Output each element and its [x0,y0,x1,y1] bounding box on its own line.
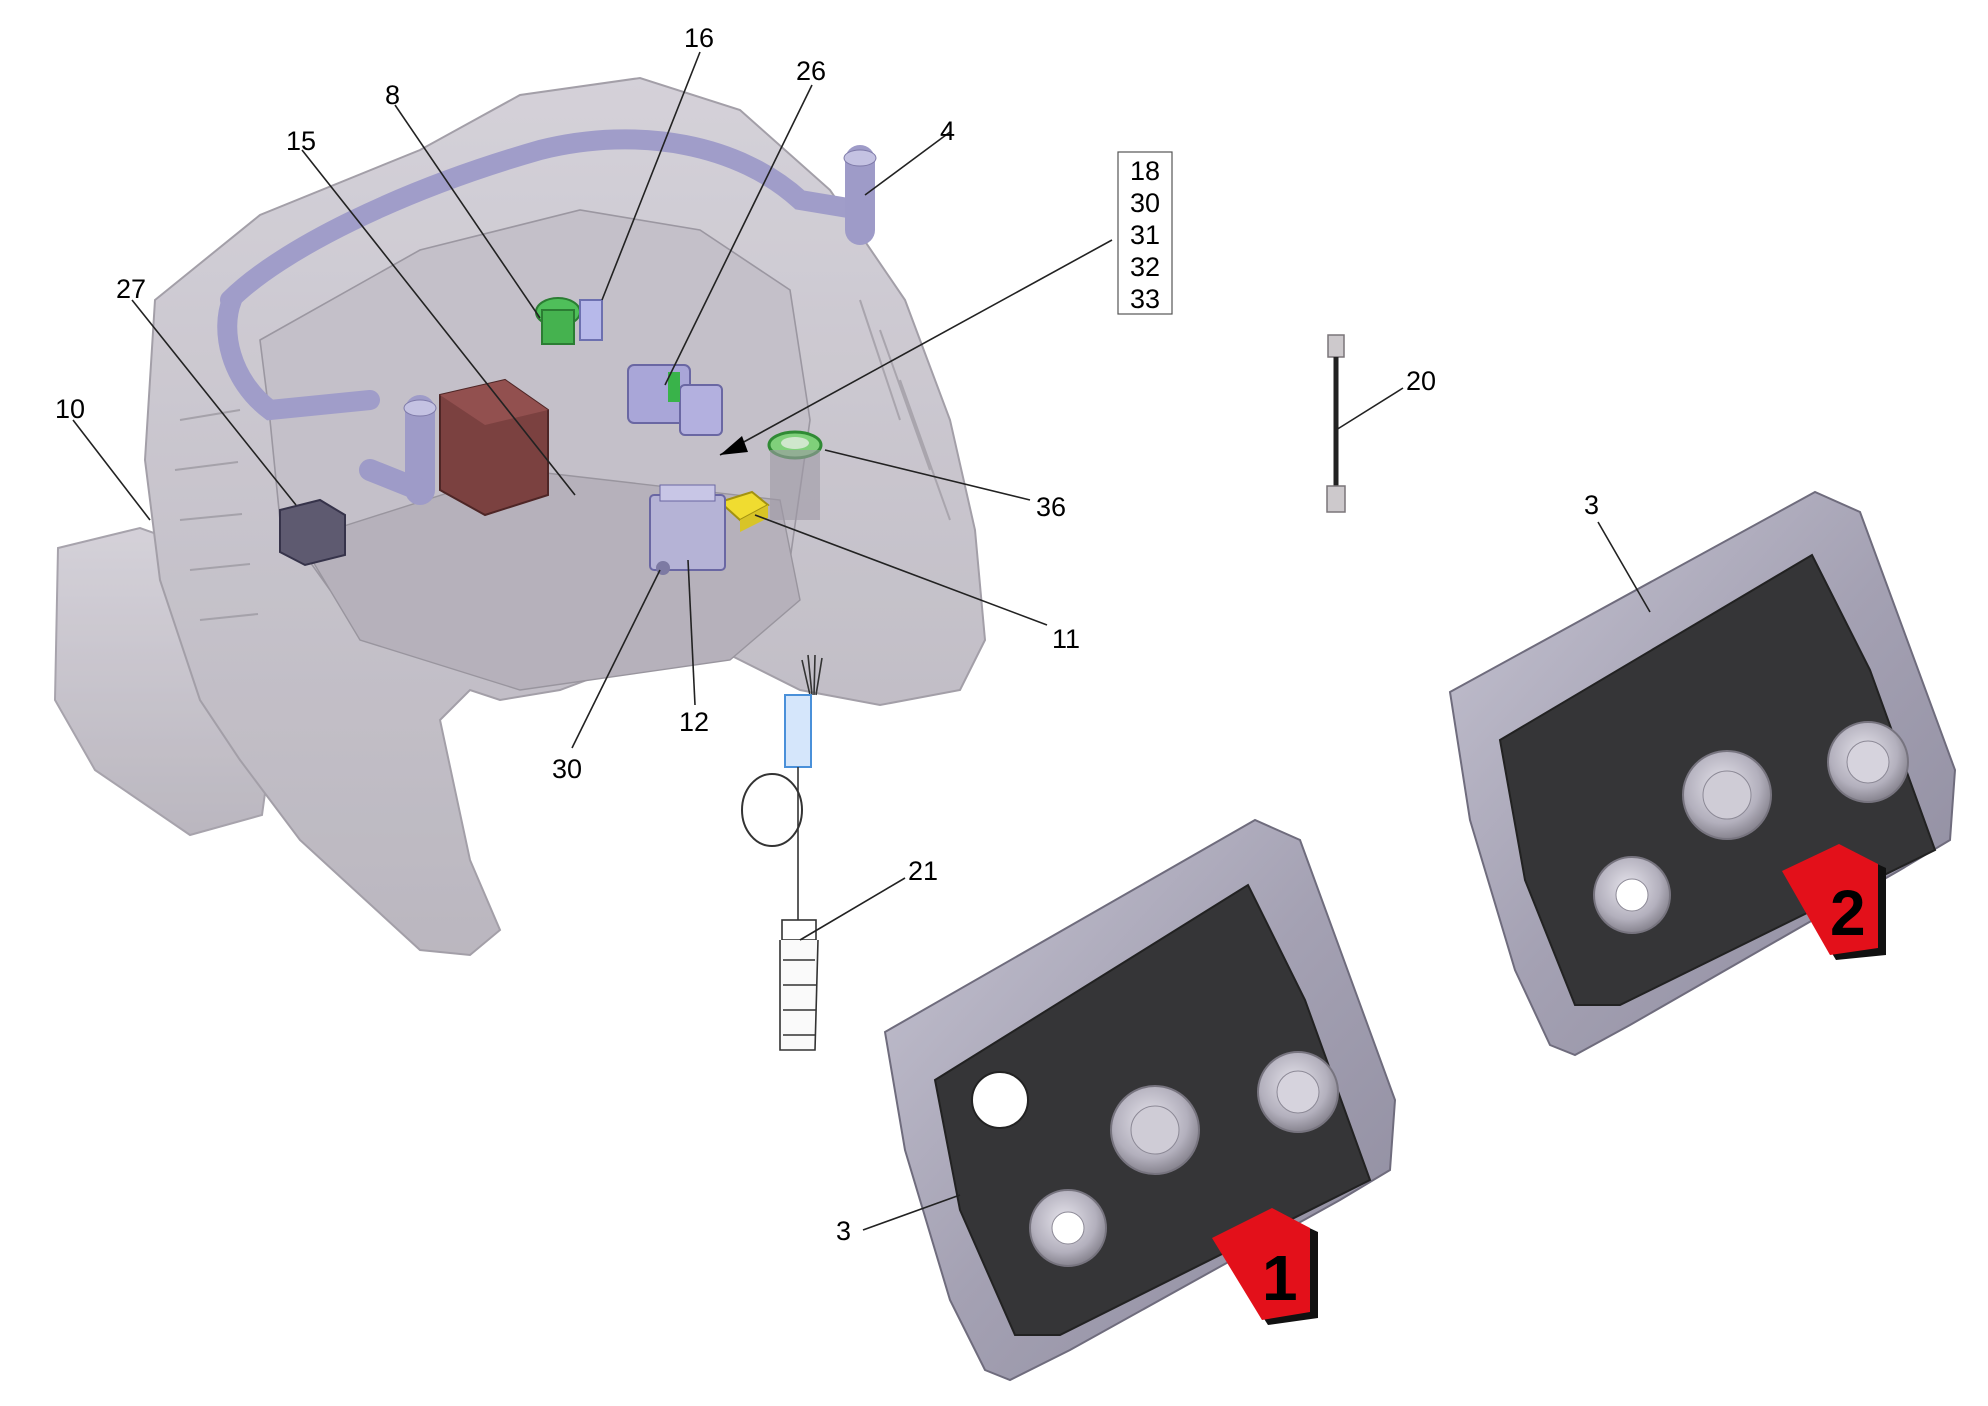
control-panel-variant-2 [1448,490,1957,1057]
ref-line-1: 18 [1130,156,1160,186]
ref-line-4: 32 [1130,252,1160,282]
callout-4: 4 [940,116,955,146]
badge-arrow-1: 1 [1212,1208,1318,1325]
badge-2-label: 2 [1830,877,1866,949]
callout-26: 26 [796,56,826,86]
callout-36: 36 [1036,492,1066,522]
callout-20: 20 [1406,366,1436,396]
callout-16: 16 [684,23,714,53]
callout-21: 21 [908,856,938,886]
badge-1-label: 1 [1262,1242,1298,1314]
jumper-cable [1326,334,1346,513]
leader-lines [72,51,1651,1231]
frame-rail [217,129,877,505]
badge-arrow-2: 2 [1782,844,1886,960]
reference-box: 18 30 31 32 33 [719,151,1173,456]
callout-27: 27 [116,274,146,304]
yellow-terminal [718,490,770,532]
callout-10: 10 [55,394,85,424]
green-ring [767,430,823,520]
solenoid-block [627,364,723,436]
ref-line-5: 33 [1130,284,1160,314]
callout-15: 15 [286,126,316,156]
relay-box [279,498,346,567]
callout-12: 12 [679,707,709,737]
callout-3-bottom: 3 [836,1216,851,1246]
ref-line-3: 31 [1130,220,1160,250]
terminal-block [649,484,726,575]
callout-labels: 16 26 8 4 15 27 10 36 11 12 30 20 21 3 3 [55,23,1599,1246]
ref-line-2: 30 [1130,188,1160,218]
power-cable [741,654,823,1051]
pressure-switch [535,297,603,345]
callout-8: 8 [385,80,400,110]
callout-3-top: 3 [1584,490,1599,520]
callout-30: 30 [552,754,582,784]
control-panel-variant-1 [883,818,1397,1382]
callout-11: 11 [1052,624,1080,654]
transformer-block [439,378,549,517]
